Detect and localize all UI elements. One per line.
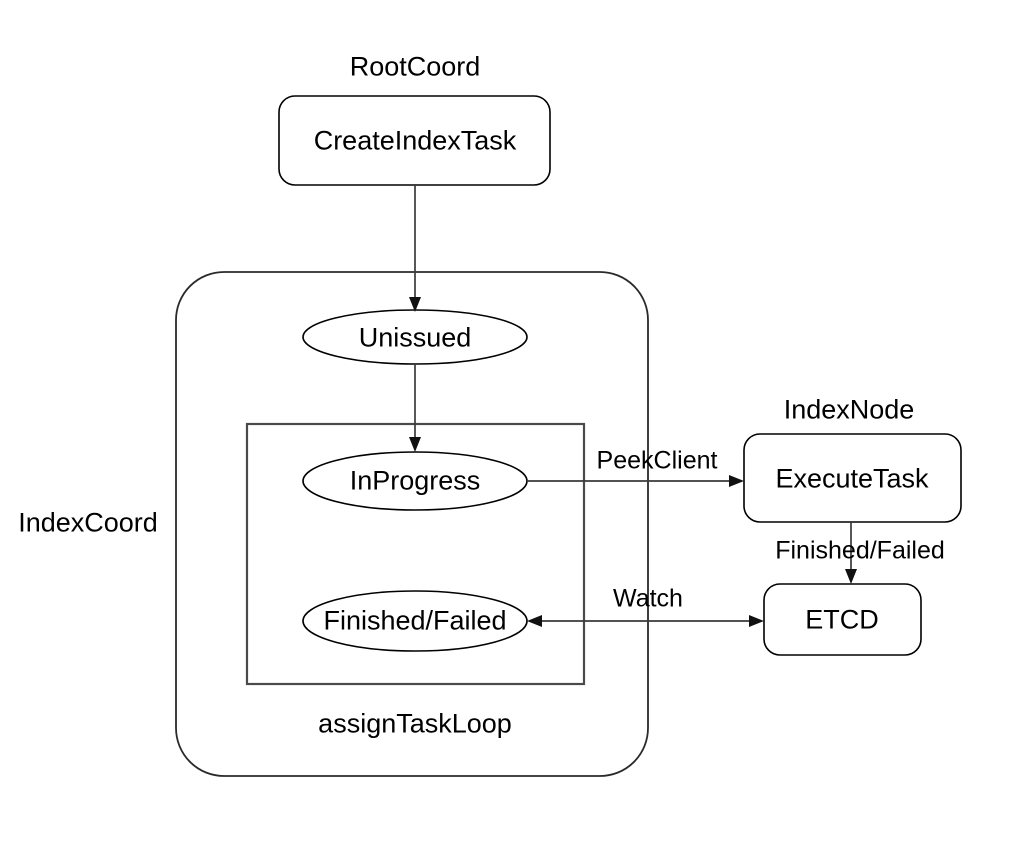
edge-label-peekclient: PeekClient (596, 446, 718, 475)
edge-execute-to-etcd (845, 522, 857, 584)
node-label-execute-task: ExecuteTask (775, 463, 929, 494)
node-label-etcd: ETCD (805, 604, 879, 635)
node-etcd[interactable] (763, 583, 922, 656)
node-execute-task[interactable] (743, 433, 962, 523)
group-label-indexcoord: IndexCoord (18, 507, 158, 538)
node-label-unissued: Unissued (358, 322, 472, 353)
group-label-assigntaskloop: assignTaskLoop (318, 708, 512, 739)
edge-inprogress-to-execute (527, 475, 744, 487)
edge-label-finished-failed: Finished/Failed (775, 536, 945, 565)
node-label-inprogress: InProgress (349, 465, 481, 496)
node-label-create-index-task: CreateIndexTask (313, 125, 517, 156)
edge-label-watch: Watch (613, 584, 683, 613)
edge-etcd-to-finished (527, 615, 764, 627)
edge-create-to-unissued (409, 185, 421, 312)
node-label-finished-failed: Finished/Failed (323, 605, 507, 636)
group-label-rootcoord: RootCoord (349, 51, 481, 82)
edge-unissued-to-inprogress (409, 364, 421, 452)
group-label-indexnode: IndexNode (783, 394, 915, 425)
group-box-indexcoord (175, 271, 649, 777)
